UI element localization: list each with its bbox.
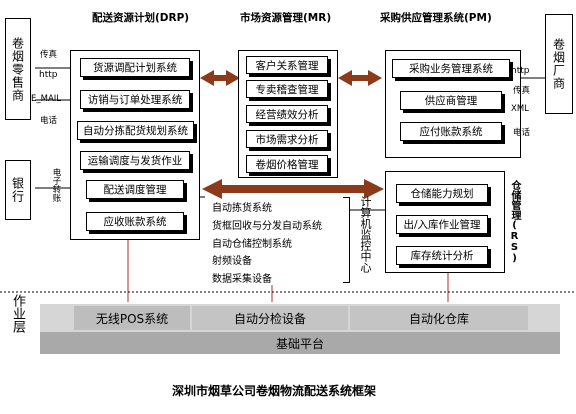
diagram-caption: 深圳市烟草公司卷烟物流配送系统框架: [172, 384, 377, 398]
ops-layer-label: 作业层: [8, 294, 27, 333]
monitor-item-data-collection: 数据采集设备: [212, 274, 272, 285]
pm-item-supplier-management: 供应商管理: [400, 91, 502, 110]
rs-item-capacity-planning: 仓储能力规划: [396, 184, 488, 203]
bank-entity: 银行: [5, 160, 31, 220]
right-link-http: http: [511, 66, 530, 76]
ops-segment-auto-sorting: 自动分检设备: [192, 306, 348, 330]
manufacturer-entity: 卷烟厂商: [545, 14, 573, 114]
rs-title: 仓储管理(RS): [509, 180, 520, 264]
drp-item-source-allocation: 货源调配计划系统: [80, 58, 190, 77]
ops-platform: 基础平台: [40, 332, 560, 354]
drp-item-transport-dispatch: 运输调度与发货作业: [80, 151, 190, 170]
drp-panel: [70, 50, 200, 240]
pm-item-payables: 应付账款系统: [400, 122, 502, 141]
mr-title: 市场资源管理(MR): [240, 12, 332, 24]
ops-segment-auto-warehouse: 自动化仓库: [350, 306, 528, 330]
left-link-http: http: [39, 70, 58, 80]
monitor-item-auto-warehouse: 自动仓储控制系统: [212, 239, 292, 250]
drp-item-order-processing: 访销与订单处理系统: [80, 90, 190, 109]
mr-item-price-management: 卷烟价格管理: [246, 155, 328, 173]
mr-item-demand-analysis: 市场需求分析: [246, 130, 328, 148]
drp-title: 配送资源计划(DRP): [92, 12, 190, 24]
monitor-item-crate-recycling: 货框回收与分发自动系统: [212, 221, 322, 232]
left-link-efund: 电子转账: [51, 168, 61, 202]
monitor-item-auto-picking: 自动拣货系统: [212, 203, 272, 214]
monitor-title: 计算机监控中心: [359, 196, 372, 273]
retailer-entity: 卷烟零售商: [5, 18, 31, 120]
right-link-xml: XML: [511, 104, 529, 114]
right-link-fax: 传真: [513, 86, 531, 96]
rs-item-inventory-statistics: 库存统计分析: [396, 246, 488, 265]
mr-item-performance-analysis: 经营绩效分析: [246, 105, 328, 123]
left-link-fax: 传真: [40, 50, 58, 60]
monitor-bracket: [343, 197, 350, 283]
rs-item-inout-management: 出/入库作业管理: [396, 215, 488, 234]
left-link-email: E_MAIL: [31, 94, 62, 104]
drp-item-receivables: 应收账款系统: [86, 212, 184, 231]
right-link-phone: 电话: [513, 128, 531, 138]
pm-title: 采购供应管理系统(PM): [380, 12, 492, 24]
monitor-item-rf-devices: 射频设备: [212, 256, 252, 267]
drp-item-delivery-scheduling: 配送调度管理: [86, 180, 184, 199]
mr-item-crm: 客户关系管理: [246, 56, 328, 74]
mr-item-monopoly-inspection: 专卖稽查管理: [246, 80, 328, 98]
drp-item-auto-sorting: 自动分拣配货规划系统: [77, 121, 194, 140]
ops-segment-wireless-pos: 无线POS系统: [74, 306, 190, 330]
pm-item-procurement: 采购业务管理系统: [392, 59, 510, 78]
left-link-phone: 电话: [40, 116, 58, 126]
